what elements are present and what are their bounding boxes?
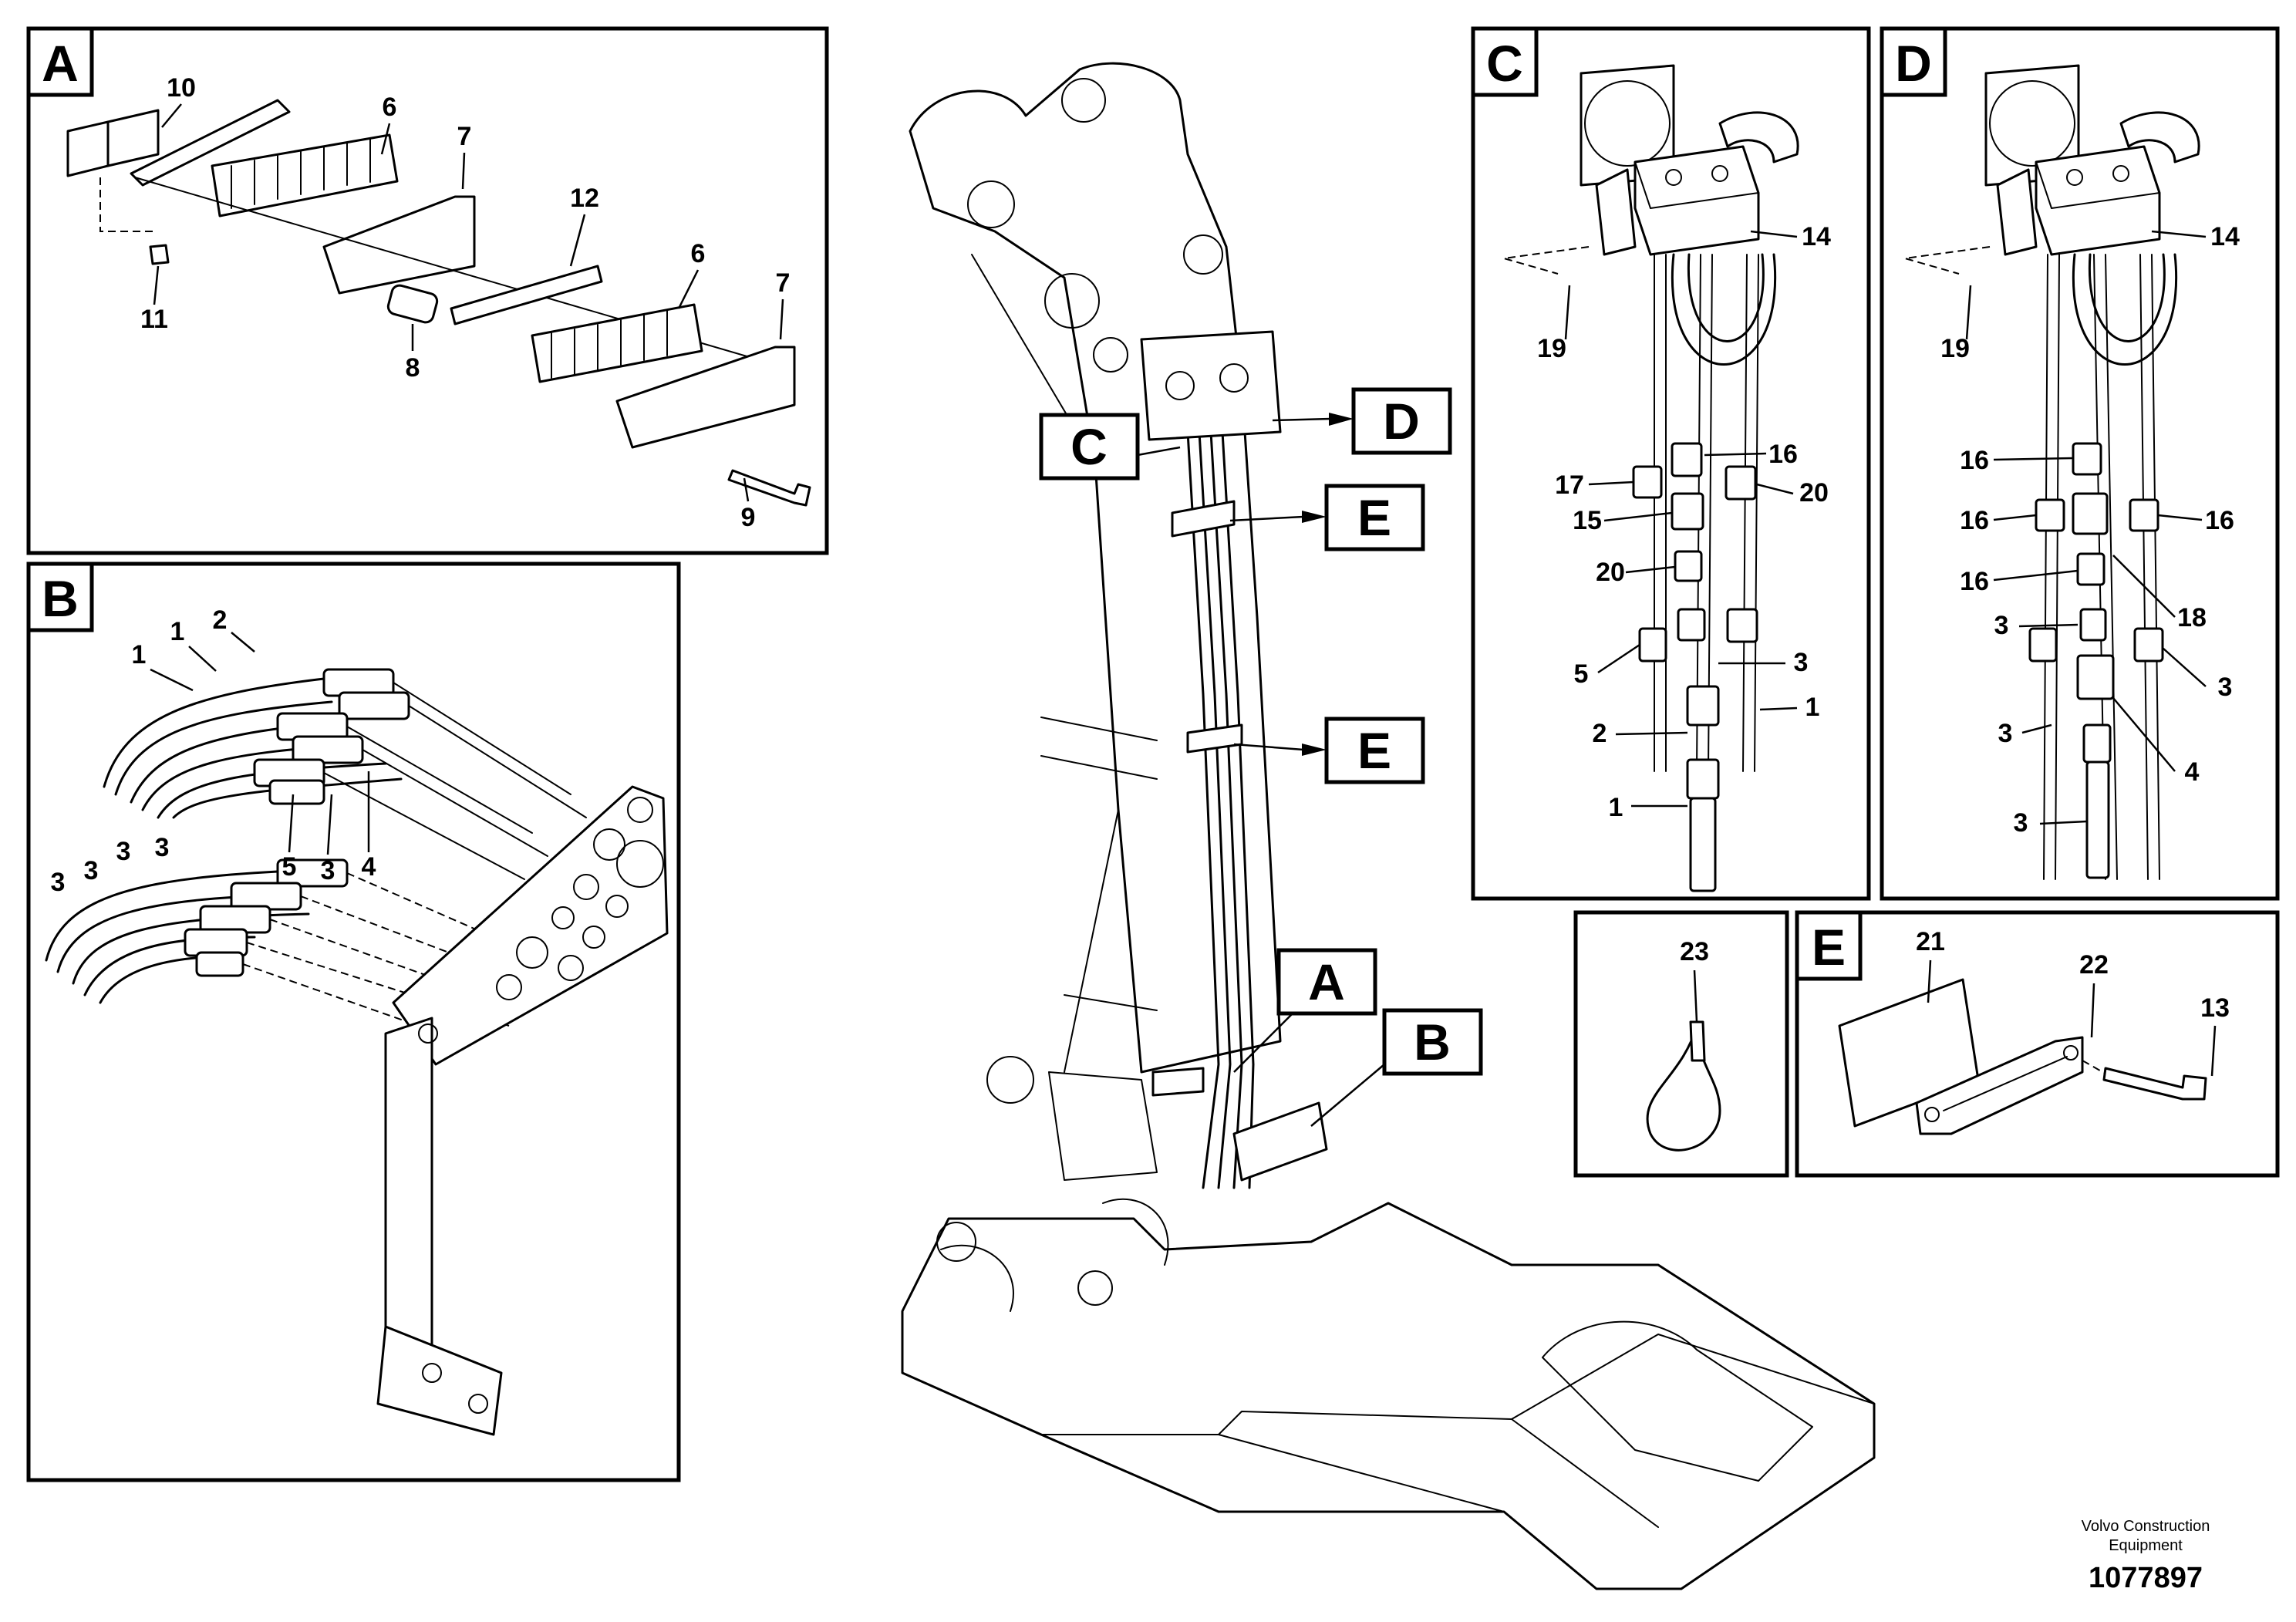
main-label-e-lower: E	[1357, 722, 1391, 779]
callout-c-1-left: 1	[1609, 793, 1623, 822]
detail-panel-a: A 10 6 7 12 6 7 11	[26, 26, 829, 555]
callout-d-14: 14	[2210, 222, 2240, 251]
callout-d-4: 4	[2185, 757, 2200, 787]
callout-c-1-right: 1	[1805, 693, 1820, 722]
panel-b-letter: B	[42, 570, 79, 627]
callout-c-20-right: 20	[1799, 478, 1829, 508]
detail-panel-d: D 14 19 16 16 16 16 18 3 3	[1880, 26, 2280, 901]
panel-c-letter: C	[1486, 35, 1523, 92]
callout-c-14: 14	[1802, 222, 1831, 251]
callout-b-4: 4	[362, 852, 376, 882]
callout-a-12: 12	[570, 184, 599, 213]
detail-panel-e: E 21 22 13	[1795, 910, 2280, 1178]
detail-panel-c: C 14 19 16 17 20 15	[1471, 26, 1871, 901]
callout-b-1-a: 1	[170, 617, 185, 646]
callout-a-6-top: 6	[383, 93, 397, 122]
callout-e-22: 22	[2079, 950, 2109, 980]
callout-b-3-d: 3	[84, 856, 99, 885]
callout-d-16-right: 16	[2205, 506, 2234, 535]
main-label-e-upper: E	[1357, 489, 1391, 546]
callout-d-3-bottom: 3	[2014, 808, 2028, 838]
callout-23: 23	[1680, 937, 1709, 966]
callout-a-7-lower: 7	[776, 268, 791, 298]
callout-a-7-top: 7	[457, 122, 472, 151]
callout-b-3-b: 3	[155, 833, 170, 862]
callout-d-16-left: 16	[1960, 506, 1989, 535]
callout-d-19: 19	[1940, 334, 1970, 363]
callout-b-1-b: 1	[132, 640, 147, 669]
callout-b-3-e: 3	[51, 868, 66, 897]
footer-brand: Volvo Construction Equipment 1077897	[2082, 1518, 2210, 1594]
callout-e-21: 21	[1916, 927, 1945, 956]
callout-e-13: 13	[2200, 993, 2230, 1023]
main-label-d: D	[1383, 393, 1420, 450]
main-label-a: A	[1308, 953, 1345, 1010]
callout-b-2: 2	[213, 605, 228, 635]
brand-line-2: Equipment	[2109, 1537, 2183, 1554]
callout-c-5: 5	[1574, 659, 1589, 689]
callout-a-9: 9	[741, 503, 756, 532]
callout-c-16: 16	[1768, 440, 1798, 469]
callout-d-3-right: 3	[2218, 673, 2233, 702]
panel-d-letter: D	[1895, 35, 1932, 92]
callout-c-17: 17	[1555, 470, 1584, 500]
boom-assembly-view: C D E E A B	[901, 62, 1876, 1590]
callout-c-3: 3	[1794, 648, 1809, 677]
callout-c-19: 19	[1537, 334, 1566, 363]
main-label-c: C	[1070, 418, 1108, 475]
callout-a-6-lower: 6	[691, 239, 706, 268]
main-label-b: B	[1414, 1013, 1451, 1071]
callout-a-10: 10	[167, 73, 196, 103]
callout-d-18: 18	[2177, 603, 2207, 632]
callout-c-15: 15	[1573, 506, 1602, 535]
callout-c-2: 2	[1593, 719, 1607, 748]
callout-d-3-left-top: 3	[1994, 611, 2009, 640]
callout-b-3-a: 3	[321, 856, 335, 885]
callout-a-8: 8	[406, 353, 420, 383]
callout-a-11: 11	[140, 305, 168, 334]
brand-line-1: Volvo Construction	[2082, 1518, 2210, 1535]
panel-e-letter: E	[1812, 919, 1846, 976]
callout-d-16-mid: 16	[1960, 567, 1989, 596]
callout-c-20-left: 20	[1596, 558, 1625, 587]
panel-a-letter: A	[42, 35, 79, 92]
cable-tie-pictogram: 23	[1573, 910, 1789, 1178]
callout-d-16-top: 16	[1960, 446, 1989, 475]
callout-b-3-c: 3	[116, 837, 131, 866]
callout-d-3-left: 3	[1998, 719, 2013, 748]
callout-b-5: 5	[282, 852, 297, 882]
document-number: 1077897	[2089, 1562, 2203, 1594]
detail-panel-b: B	[26, 561, 681, 1482]
